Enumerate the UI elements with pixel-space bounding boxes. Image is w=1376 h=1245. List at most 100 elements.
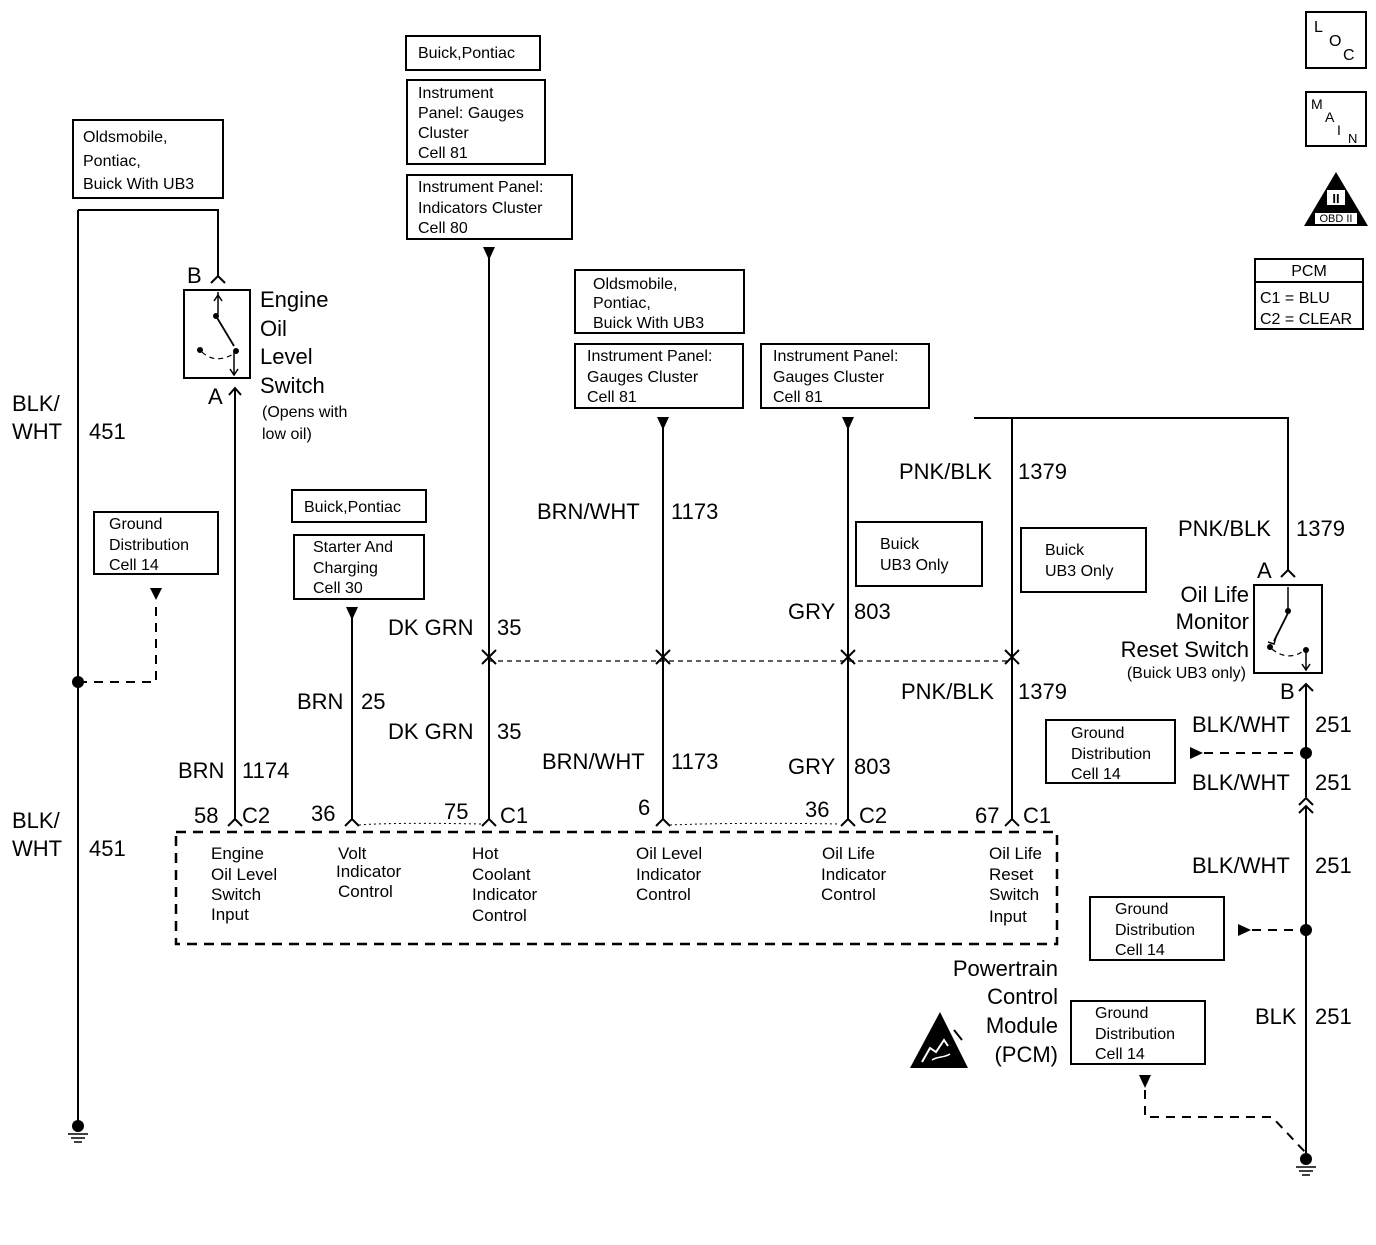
svg-text:Control: Control	[338, 882, 393, 901]
wire-brn-25	[344, 607, 360, 827]
svg-text:Level: Level	[260, 344, 313, 369]
svg-text:Indicator: Indicator	[336, 862, 402, 881]
svg-text:M: M	[1311, 96, 1323, 112]
wire-gry-803	[840, 417, 856, 827]
wire-label-color: BLK/	[12, 391, 61, 416]
svg-text:Oil Life: Oil Life	[1181, 582, 1249, 607]
svg-text:75: 75	[444, 799, 468, 824]
oil-life-reset-switch: A Oil Life Monitor Reset Switch (Buick U…	[1121, 558, 1323, 704]
svg-text:251: 251	[1315, 853, 1352, 878]
svg-text:Cell 81: Cell 81	[773, 389, 823, 406]
svg-text:Cell 80: Cell 80	[418, 220, 468, 237]
svg-text:Control: Control	[987, 984, 1058, 1009]
svg-text:Ground: Ground	[1115, 901, 1168, 918]
svg-text:BLK/WHT: BLK/WHT	[1192, 770, 1290, 795]
svg-text:Indicators Cluster: Indicators Cluster	[418, 200, 543, 217]
svg-text:6: 6	[638, 795, 650, 820]
pcm-module-outline	[174, 830, 1059, 946]
svg-text:Reset: Reset	[989, 865, 1034, 884]
svg-text:Switch: Switch	[211, 885, 261, 904]
box-instrument-indicators: Instrument Panel: Indicators Cluster Cel…	[406, 174, 573, 240]
svg-text:BLK/WHT: BLK/WHT	[1192, 853, 1290, 878]
svg-text:Panel: Gauges: Panel: Gauges	[418, 105, 524, 122]
svg-text:Ground: Ground	[1095, 1005, 1148, 1022]
svg-text:C2: C2	[859, 803, 887, 828]
svg-text:Cell 14: Cell 14	[1095, 1046, 1145, 1063]
svg-text:Hot: Hot	[472, 844, 499, 863]
svg-text:803: 803	[854, 754, 891, 779]
svg-text:251: 251	[1315, 770, 1352, 795]
pcm-pin-labels: 58 C2 36 75 C1 6 36 C2 67 C1	[194, 795, 1051, 828]
svg-text:Instrument Panel:: Instrument Panel:	[587, 348, 712, 365]
svg-text:Cell 81: Cell 81	[587, 389, 637, 406]
pcm-function-labels: Engine Oil Level Switch Input Volt Indic…	[211, 844, 1042, 926]
box-starter-charging: Starter And Charging Cell 30	[293, 534, 425, 600]
svg-text:BRN: BRN	[297, 689, 343, 714]
svg-text:Cluster: Cluster	[418, 125, 469, 142]
svg-text:O: O	[1329, 33, 1341, 50]
svg-text:BLK: BLK	[1255, 1004, 1297, 1029]
ground-symbol-right	[1296, 1166, 1316, 1176]
engine-oil-level-switch: B A Engine Oil Level Switch (Opens with …	[183, 263, 347, 443]
svg-text:Oldsmobile,: Oldsmobile,	[83, 129, 167, 146]
svg-text:803: 803	[854, 599, 891, 624]
svg-text:Input: Input	[989, 907, 1027, 926]
svg-text:35: 35	[497, 719, 521, 744]
box-ground-left: Ground Distribution Cell 14	[93, 511, 219, 575]
esd-warning-icon	[910, 1012, 968, 1068]
ground-symbol-left	[68, 1133, 88, 1143]
pcm-name: Powertrain Control Module (PCM)	[953, 956, 1058, 1067]
svg-text:Control: Control	[472, 906, 527, 925]
svg-text:Distribution: Distribution	[1071, 746, 1151, 763]
svg-text:251: 251	[1315, 712, 1352, 737]
svg-text:Instrument Panel:: Instrument Panel:	[773, 348, 898, 365]
svg-text:Distribution: Distribution	[1115, 922, 1195, 939]
box-olds-pontiac-buick-left: Oldsmobile, Pontiac, Buick With UB3	[72, 119, 224, 199]
svg-text:Instrument: Instrument	[418, 85, 494, 102]
svg-text:low oil): low oil)	[262, 426, 312, 443]
svg-text:Buick,Pontiac: Buick,Pontiac	[418, 45, 515, 62]
box-instrument-gauges-top: Instrument Panel: Gauges Cluster Cell 81	[406, 79, 546, 165]
loc-button[interactable]: L O C	[1305, 11, 1367, 69]
svg-text:PNK/BLK: PNK/BLK	[1178, 516, 1271, 541]
svg-text:Instrument Panel:: Instrument Panel:	[418, 179, 543, 196]
svg-text:Oil Life: Oil Life	[989, 844, 1042, 863]
svg-text:Gauges Cluster: Gauges Cluster	[587, 369, 699, 386]
wire-label-circuit: 451	[89, 419, 126, 444]
svg-text:Coolant: Coolant	[472, 865, 531, 884]
svg-text:36: 36	[805, 797, 829, 822]
svg-text:UB3 Only: UB3 Only	[1045, 563, 1113, 580]
svg-text:Module: Module	[986, 1013, 1058, 1038]
svg-text:Indicator: Indicator	[472, 885, 538, 904]
svg-text:Distribution: Distribution	[1095, 1026, 1175, 1043]
svg-text:L: L	[1314, 19, 1323, 36]
svg-text:BRN/WHT: BRN/WHT	[537, 499, 640, 524]
svg-text:Control: Control	[636, 885, 691, 904]
svg-text:Buick With UB3: Buick With UB3	[593, 315, 704, 332]
main-button[interactable]: M A I N	[1305, 91, 1367, 147]
box-instrument-gauges-right: Instrument Panel: Gauges Cluster Cell 81	[760, 343, 930, 409]
svg-text:GRY: GRY	[788, 599, 836, 624]
wire-label-color: WHT	[12, 419, 62, 444]
svg-text:C2: C2	[242, 803, 270, 828]
box-ground-right-3: Ground Distribution Cell 14	[1070, 1000, 1206, 1065]
svg-text:Control: Control	[821, 885, 876, 904]
svg-text:Input: Input	[211, 905, 249, 924]
svg-text:Oil Level: Oil Level	[636, 844, 702, 863]
svg-text:35: 35	[497, 615, 521, 640]
svg-text:Charging: Charging	[313, 560, 378, 577]
svg-text:Cell 30: Cell 30	[313, 580, 363, 597]
obd-ii-icon[interactable]: II OBD II	[1304, 172, 1368, 226]
svg-text:C1 = BLU: C1 = BLU	[1260, 290, 1330, 307]
svg-text:36: 36	[311, 801, 335, 826]
svg-text:Indicator: Indicator	[821, 865, 887, 884]
svg-text:Oil Level: Oil Level	[211, 865, 277, 884]
wire-blk-wht-251	[1139, 685, 1316, 1176]
svg-text:Oil Life: Oil Life	[822, 844, 875, 863]
box-ground-right-2: Ground Distribution Cell 14	[1089, 896, 1225, 961]
svg-text:Indicator: Indicator	[636, 865, 702, 884]
svg-text:Cell 14: Cell 14	[1115, 942, 1165, 959]
svg-text:PNK/BLK: PNK/BLK	[899, 459, 992, 484]
svg-text:67: 67	[975, 803, 999, 828]
